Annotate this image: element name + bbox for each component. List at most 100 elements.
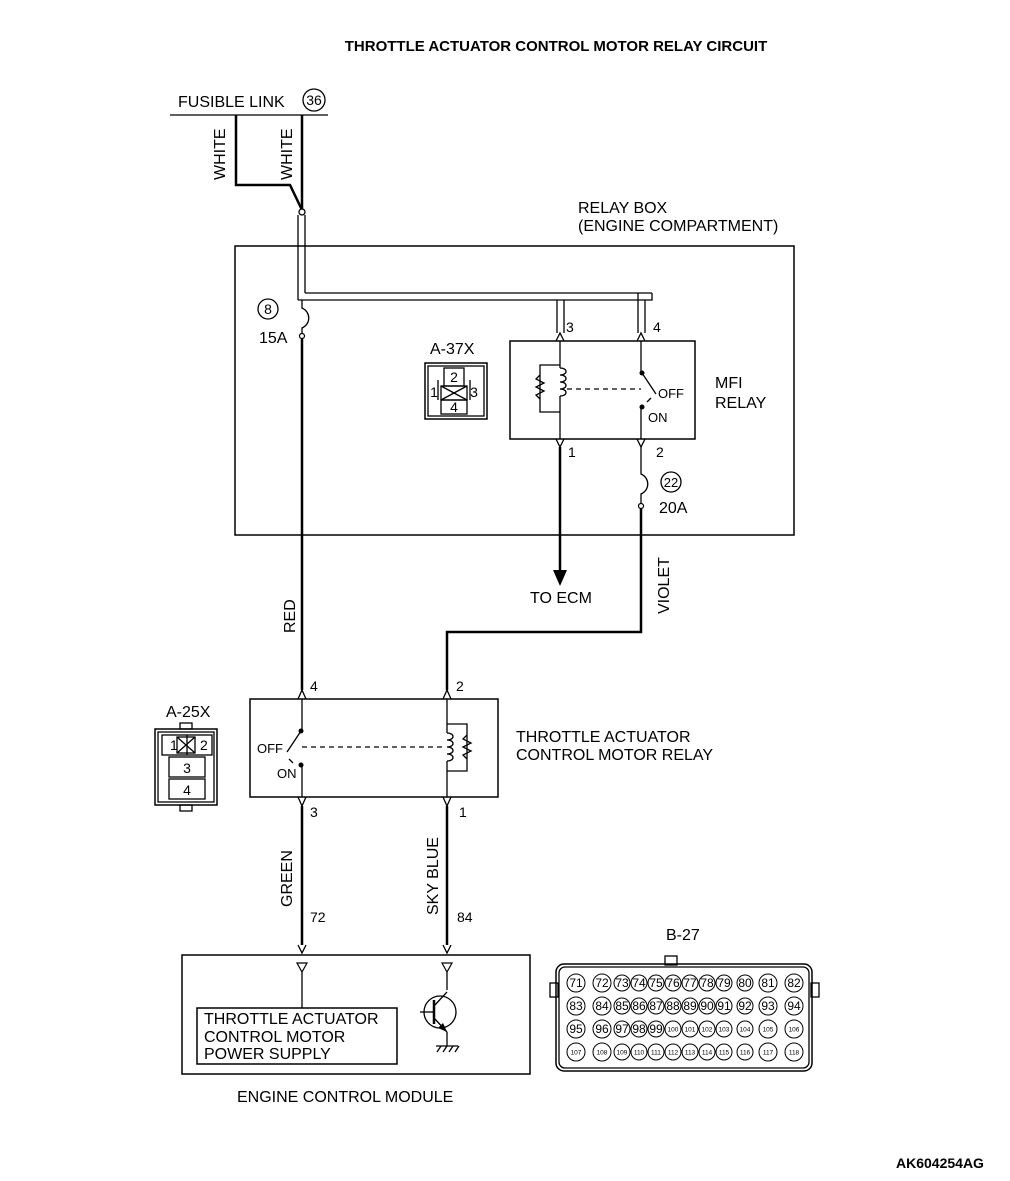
wire-label-red: RED (282, 599, 299, 633)
b27-pin-circle (715, 974, 733, 992)
throttle-relay-box (249, 698, 499, 798)
mfi-relay-label-2: RELAY (715, 395, 767, 412)
b27-pin-circle (647, 1043, 665, 1061)
a37x-pin-3: 3 (470, 384, 478, 400)
b27-pin-circle (613, 1043, 631, 1061)
b27-pin-circle (698, 1020, 716, 1038)
throttle-relay-label-1: THROTTLE ACTUATOR (516, 729, 691, 746)
b27-pin-label: 112 (668, 1050, 679, 1057)
ecm-power-supply-box (196, 1007, 398, 1065)
ecm-inner-label-2: CONTROL MOTOR (204, 1029, 345, 1046)
b27-pin-label: 80 (738, 976, 752, 990)
b27-pin-label: 91 (717, 999, 731, 1013)
b27-pin-label: 102 (702, 1027, 713, 1034)
tr-on-label: ON (277, 766, 297, 781)
b27-pin-circle (566, 973, 586, 993)
mfi-switch (639, 341, 657, 439)
b27-pin-label: 106 (789, 1027, 800, 1034)
b27-pin-circle (630, 1043, 648, 1061)
wire-label-green: GREEN (279, 850, 296, 907)
wire-label-white-right: WHITE (279, 128, 296, 180)
tr-pin-1: 1 (459, 804, 467, 820)
fusible-link-number: 36 (306, 92, 322, 108)
a37x-pin-2: 2 (450, 369, 458, 385)
b27-pin-label: 81 (761, 976, 775, 990)
tr-pin-3: 3 (310, 804, 318, 820)
b27-pin-circle (647, 1020, 665, 1038)
mfi-arrow-3 (555, 331, 565, 342)
b27-pin-circle (758, 996, 778, 1016)
to-ecm-arrow (553, 570, 567, 586)
b27-pin-label: 88 (666, 999, 680, 1013)
b27-pin-label: 74 (632, 976, 646, 990)
mfi-pin-1: 1 (568, 444, 576, 460)
b27-pin-label: 75 (649, 976, 663, 990)
b27-pin-label: 105 (763, 1027, 774, 1034)
b27-pin-label: 83 (569, 999, 583, 1013)
figure-code: AK604254AG (896, 1155, 984, 1171)
b27-pin-circle (784, 996, 804, 1016)
b27-pin-circle (566, 1019, 586, 1039)
connector-a37x-label: A-37X (430, 341, 475, 358)
b27-pin-circle (592, 1042, 612, 1062)
b27-pin-label: 72 (595, 976, 609, 990)
b27-pin-label: 110 (634, 1050, 645, 1057)
b27-pin-circle (592, 1019, 612, 1039)
relay-box-label-1: RELAY BOX (578, 200, 668, 217)
relay-box (234, 245, 795, 536)
b27-pin-circle (715, 1043, 733, 1061)
fuse-22-symbol (640, 447, 649, 503)
tr-off-label: OFF (257, 741, 283, 756)
fuse-8-symbol (301, 300, 310, 333)
wire-label-violet: VIOLET (656, 557, 673, 614)
b27-pin-label: 77 (683, 976, 697, 990)
to-ecm-label: TO ECM (530, 590, 592, 607)
b27-pin-circle (613, 997, 631, 1015)
b27-pin-label: 87 (649, 999, 663, 1013)
fuse-8-terminal (298, 332, 306, 340)
b27-pin-label: 89 (683, 999, 697, 1013)
b27-pin-circle (736, 974, 754, 992)
b27-pin-label: 103 (719, 1027, 730, 1034)
tr-arrow-3 (297, 796, 307, 808)
connector-a25x-label: A-25X (166, 704, 211, 721)
mfi-arrow-1 (555, 438, 565, 449)
b27-pin-circle (630, 1020, 648, 1038)
fuse-22-number: 22 (664, 475, 678, 490)
wire-label-sky-blue: SKY BLUE (425, 837, 442, 915)
b27-pin-circle (664, 1020, 682, 1038)
fuse-22-number-circle (660, 471, 682, 493)
b27-pin-label: 82 (787, 976, 801, 990)
ecm-label: ENGINE CONTROL MODULE (237, 1089, 453, 1106)
connector-a37x (424, 362, 488, 420)
a25x-pin-4: 4 (183, 782, 191, 798)
b27-pin-label: 115 (719, 1050, 730, 1057)
b27-pin-circle (664, 997, 682, 1015)
throttle-relay-coil (446, 699, 473, 797)
fuse-8-number: 8 (264, 301, 272, 317)
ecm-arrow-72 (297, 944, 307, 955)
b27-pin-circle (715, 997, 733, 1015)
fuse-8-number-circle (257, 298, 279, 320)
b27-pin-circle (736, 997, 754, 1015)
b27-pin-circle (736, 1020, 754, 1038)
b27-pin-label: 96 (595, 1022, 609, 1036)
mfi-on-label: ON (648, 410, 668, 425)
b27-pin-circle (758, 1042, 778, 1062)
a37x-pin-1: 1 (430, 384, 438, 400)
wire-white-left (234, 115, 304, 211)
b27-pin-circle (664, 974, 682, 992)
b27-pin-label: 108 (597, 1050, 608, 1057)
ecm-inner-label-1: THROTTLE ACTUATOR (204, 1011, 379, 1028)
b27-pin-label: 100 (668, 1027, 679, 1034)
b27-pin-label: 109 (617, 1050, 628, 1057)
tr-arrow-4 (297, 688, 307, 700)
mfi-arrow-4 (636, 331, 646, 342)
throttle-relay-label-2: CONTROL MOTOR RELAY (516, 747, 713, 764)
b27-pin-circle (592, 996, 612, 1016)
fusible-link-number-circle (302, 88, 326, 112)
splice-point (298, 208, 306, 216)
ground-icon (436, 1045, 460, 1053)
b27-pin-circle (647, 974, 665, 992)
ecm-box (181, 954, 531, 1075)
